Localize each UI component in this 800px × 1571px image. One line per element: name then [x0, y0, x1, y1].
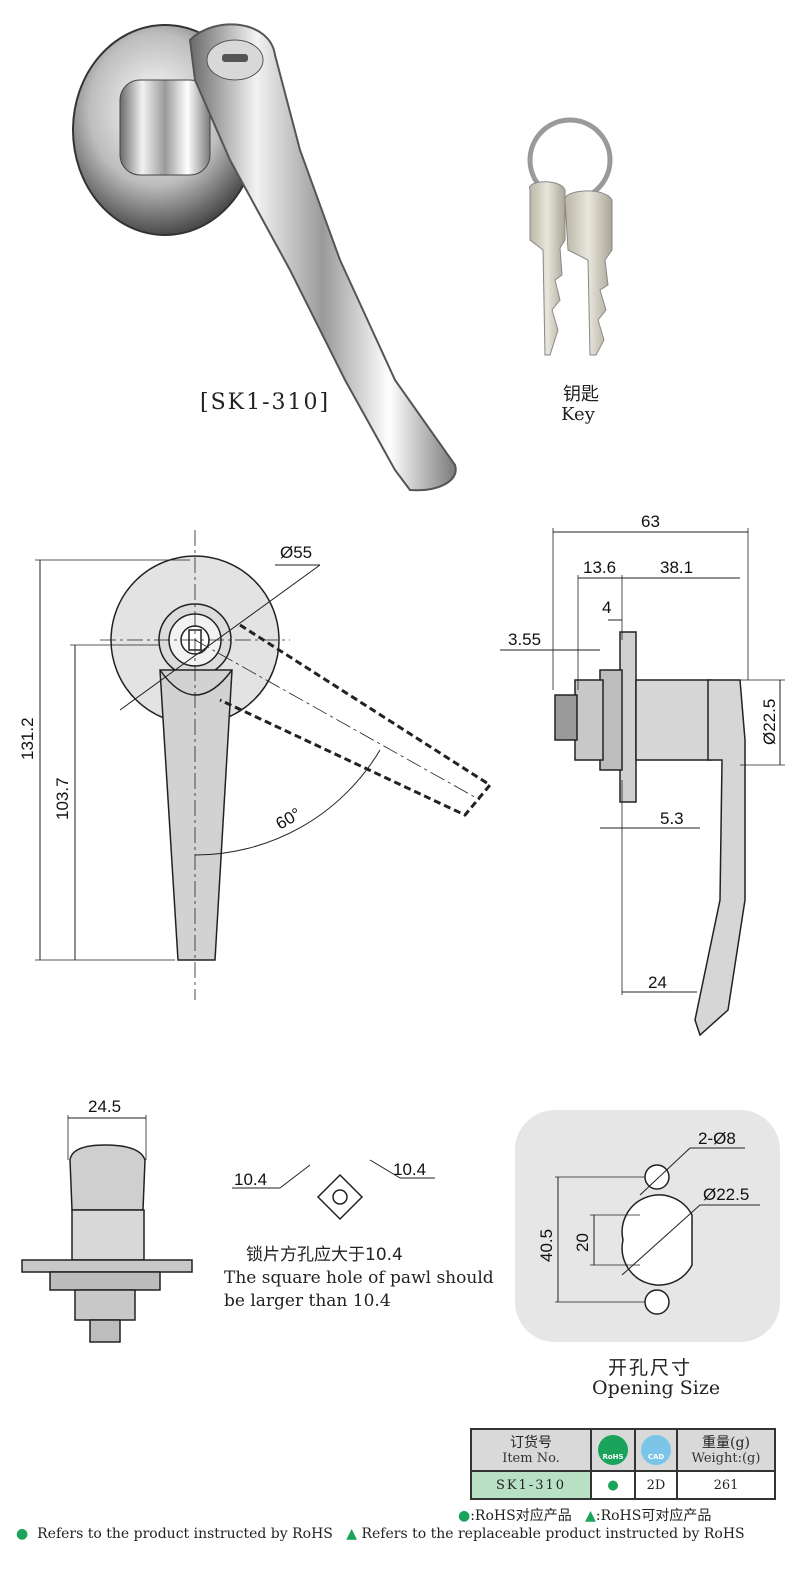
rohs-triangle-icon: ▲ — [585, 1508, 596, 1524]
top-view-drawing — [21, 1115, 193, 1343]
legend-cn-replaceable: :RoHS可对应产品 — [595, 1508, 712, 1524]
dim-24-5: 24.5 — [88, 1097, 121, 1116]
pawl-square-drawing — [232, 1159, 435, 1221]
dim-63: 63 — [641, 512, 660, 531]
dim-10-4-right: 10.4 — [393, 1160, 426, 1179]
dim-40-5: 40.5 — [537, 1229, 556, 1262]
legend-en-replaceable: Refers to the replaceable product instru… — [361, 1526, 745, 1542]
dim-24: 24 — [648, 973, 667, 992]
opening-size-cn: 开孔尺寸 — [608, 1357, 693, 1379]
dimension-labels: Ø55 131.2 103.7 60° 63 13.6 38.1 4 3.55 … — [18, 512, 779, 1262]
dim-20: 20 — [573, 1233, 592, 1252]
dim-angle-60: 60° — [273, 804, 305, 833]
header-item-no: 订货号 Item No. — [470, 1428, 592, 1472]
product-photo — [72, 23, 457, 492]
dim-103-7: 103.7 — [53, 777, 72, 820]
side-view-drawing — [500, 528, 785, 1037]
keys-photo — [527, 117, 613, 356]
dim-13-6: 13.6 — [583, 558, 616, 577]
key-label-cn: 钥匙 — [563, 384, 599, 405]
legend-en: ● Refers to the product instructed by Ro… — [16, 1526, 745, 1542]
header-weight: 重量(g) Weight:(g) — [676, 1428, 776, 1472]
rohs-dot-icon: ● — [458, 1508, 471, 1524]
opening-size-en: Opening Size — [592, 1377, 721, 1399]
cell-weight: 261 — [676, 1470, 776, 1500]
dim-10-4-left: 10.4 — [234, 1170, 267, 1189]
pawl-note-cn: 锁片方孔应大于10.4 — [246, 1245, 403, 1265]
dim-d22-5-side: Ø22.5 — [760, 699, 779, 745]
table-row: SK1-310 ● 2D 261 — [470, 1470, 776, 1500]
front-view-drawing — [35, 530, 493, 1000]
dim-5-3: 5.3 — [660, 809, 684, 828]
dim-d22-5-opening: Ø22.5 — [703, 1185, 749, 1204]
dim-2-d8: 2-Ø8 — [698, 1129, 736, 1148]
legend-en-rohs: Refers to the product instructed by RoHS — [37, 1526, 333, 1542]
dim-3-55: 3.55 — [508, 630, 541, 649]
model-label: [SK1-310] — [200, 390, 331, 415]
pawl-note-en-1: The square hole of pawl should — [224, 1268, 494, 1288]
legend-cn: ●:RoHS对应产品 ▲:RoHS可对应产品 — [458, 1505, 711, 1525]
spec-table: 订货号 Item No. RoHS CAD 重量(g) Weight:(g) S… — [470, 1428, 776, 1500]
pawl-note-en-2: be larger than 10.4 — [224, 1291, 391, 1311]
cell-rohs: ● — [590, 1470, 636, 1500]
dim-38-1: 38.1 — [660, 558, 693, 577]
cad-icon: CAD — [634, 1428, 678, 1472]
rohs-triangle-icon: ▲ — [346, 1526, 358, 1542]
cell-item-no: SK1-310 — [470, 1470, 592, 1500]
rohs-dot-icon: ● — [16, 1526, 29, 1542]
dim-4: 4 — [602, 598, 611, 617]
dim-d55: Ø55 — [280, 543, 312, 562]
opening-size-drawing — [515, 1110, 780, 1342]
dim-131-2: 131.2 — [18, 717, 37, 760]
key-label-en: Key — [561, 404, 595, 425]
rohs-icon: RoHS — [590, 1428, 636, 1472]
cell-cad: 2D — [634, 1470, 678, 1500]
spec-table-header: 订货号 Item No. RoHS CAD 重量(g) Weight:(g) — [470, 1428, 776, 1472]
legend-cn-rohs: :RoHS对应产品 — [470, 1508, 572, 1524]
